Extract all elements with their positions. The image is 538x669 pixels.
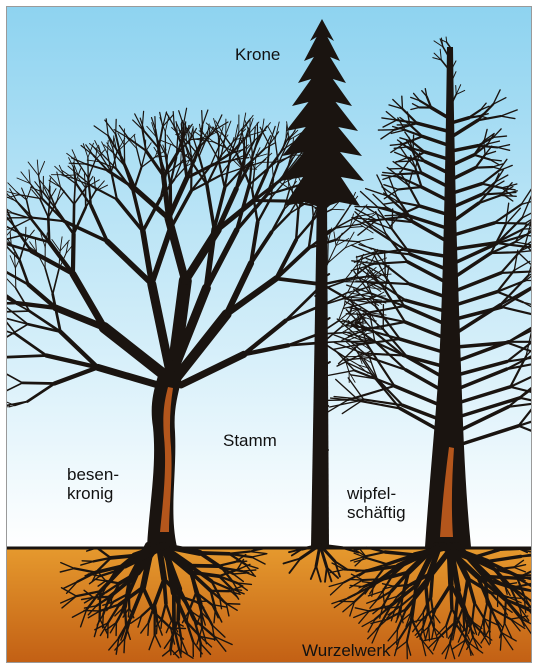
single-trunk-branch: [481, 193, 501, 194]
single-trunk-branch: [317, 400, 348, 401]
broom-crowned-root: [235, 561, 247, 562]
single-trunk-branch: [413, 135, 414, 152]
single-trunk-branch: [523, 228, 532, 229]
single-trunk-root: [485, 576, 517, 578]
broom-crowned-branch: [74, 204, 75, 234]
single-trunk-branch: [494, 223, 524, 224]
broom-crowned-branch: [116, 119, 117, 134]
broom-crowned-branch: [254, 201, 288, 202]
single-trunk-branch: [476, 167, 493, 168]
broom-crowned-branch: [73, 234, 74, 274]
broom-crowned-root: [233, 573, 246, 574]
single-trunk-root: [517, 577, 532, 578]
broom-crowned-root: [157, 622, 158, 634]
broom-crowned-branch: [170, 185, 171, 229]
broom-crowned-branch: [25, 227, 26, 241]
roots-label: Wurzelwerk: [302, 641, 390, 660]
single-trunk-branch: [456, 86, 457, 95]
broom-crowned-root: [111, 556, 135, 558]
broom-crowned-root: [124, 639, 125, 653]
single-trunk-branch: [491, 252, 518, 253]
broom-crowned-root: [82, 561, 93, 562]
broom-crowned-branch: [7, 311, 30, 312]
broom-crowned-root: [171, 628, 186, 629]
trunk-label: Stamm: [223, 431, 277, 450]
single-trunk-branch: [385, 251, 386, 277]
single-trunk-root: [531, 607, 532, 624]
broom-crowned-branch: [74, 184, 75, 205]
single-trunk-root: [451, 584, 452, 608]
single-trunk-root: [531, 607, 532, 618]
broom-crowned-branch: [328, 242, 329, 264]
diagram-frame: Krone Stamm besen- kronig wipfel- schäft…: [6, 6, 532, 663]
single-trunk-branch: [402, 96, 403, 109]
broom-crowned-root: [91, 548, 98, 549]
single-trunk-root: [499, 549, 519, 550]
single-trunk-branch: [389, 168, 403, 169]
broom-crowned-branch: [7, 356, 46, 358]
single-trunk-root: [531, 591, 532, 600]
single-trunk-branch: [501, 195, 517, 196]
broom-crowned-branch: [257, 123, 258, 139]
broom-crowned-branch: [23, 383, 55, 384]
single-trunk-branch: [446, 37, 447, 42]
single-trunk-label: wipfel- schäftig: [347, 484, 406, 522]
broom-crowned-root: [100, 591, 101, 618]
single-trunk-root: [484, 619, 485, 633]
broom-crowned-branch: [48, 217, 49, 242]
single-trunk-root: [397, 629, 398, 644]
broom-crowned-branch: [332, 209, 344, 210]
broom-crowned-branch: [155, 117, 156, 130]
crown-label: Krone: [235, 45, 280, 64]
single-trunk-branch: [392, 209, 393, 229]
broom-crowned-root: [190, 566, 218, 567]
tree-illustration: [7, 7, 532, 663]
broom-crowned-label: besen- kronig: [67, 465, 119, 503]
broom-crowned-branch: [202, 111, 203, 126]
single-trunk-branch: [348, 341, 375, 342]
single-trunk-root: [446, 625, 447, 637]
